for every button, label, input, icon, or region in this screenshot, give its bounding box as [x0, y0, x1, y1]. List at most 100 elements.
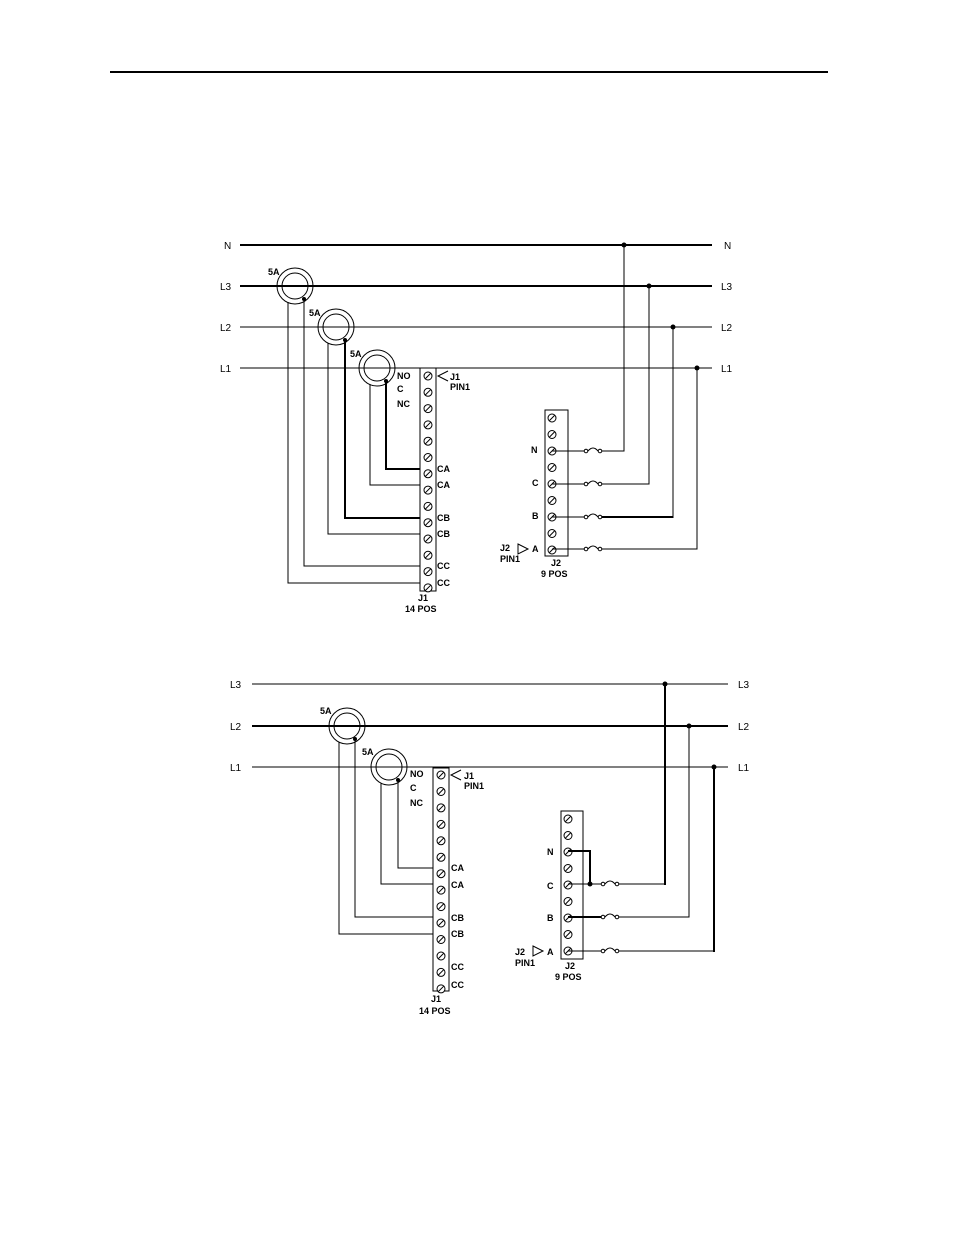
screw-terminal	[548, 530, 556, 538]
junction-dot	[647, 284, 652, 289]
j2-name: J2	[551, 558, 561, 568]
j2-pin1-triangle	[518, 544, 528, 554]
j2-pos: 9 POS	[555, 972, 582, 982]
j2-label-c: C	[547, 881, 554, 891]
ct-label-3: 5A	[350, 349, 362, 359]
screw-terminal	[437, 985, 445, 993]
screw-terminal	[437, 936, 445, 944]
junction-dot	[663, 682, 668, 687]
ct-label-1: 5A	[320, 706, 332, 716]
j2-label-n: N	[547, 847, 554, 857]
j1-marker: J1	[450, 372, 460, 382]
j1-label-c: C	[397, 384, 404, 394]
screw-terminal	[424, 535, 432, 543]
screw-terminal	[424, 584, 432, 592]
screw-terminal	[548, 414, 556, 422]
screw-terminal	[424, 502, 432, 510]
screw-terminal	[564, 898, 572, 906]
screw-terminal	[564, 931, 572, 939]
label-l1-right: L1	[738, 763, 750, 774]
screw-terminal	[424, 405, 432, 413]
junction-dot	[671, 325, 676, 330]
j1-label-nc: NC	[397, 399, 410, 409]
screw-terminal	[564, 815, 572, 823]
label-l1-right: L1	[721, 364, 733, 375]
screw-terminal	[437, 886, 445, 894]
screw-terminal	[437, 788, 445, 796]
ct-label-2: 5A	[362, 747, 374, 757]
ct-label-1: 5A	[268, 267, 280, 277]
j2-label-a: A	[547, 947, 554, 957]
screw-terminal	[437, 820, 445, 828]
screw-terminal	[424, 470, 432, 478]
screw-terminal	[548, 546, 556, 554]
j1-label-nc: NC	[410, 798, 423, 808]
j1-label-cb: CB	[451, 929, 464, 939]
j1-pin1: PIN1	[450, 382, 470, 392]
j2-pin1: PIN1	[500, 554, 520, 564]
screw-terminal	[437, 853, 445, 861]
screw-terminal	[437, 771, 445, 779]
fuse-wire-b	[568, 726, 689, 919]
screw-terminal	[437, 952, 445, 960]
j1-marker: J1	[464, 771, 474, 781]
j2-pin1-triangle	[533, 946, 543, 956]
screw-terminal	[424, 551, 432, 559]
wire-ct2-cb2	[328, 343, 428, 534]
j2-marker: J2	[515, 947, 525, 957]
j1-label-cc: CC	[451, 962, 464, 972]
ct-label-2: 5A	[309, 308, 321, 318]
j1-label-cb: CB	[451, 913, 464, 923]
label-l2-right: L2	[721, 323, 733, 334]
j1-pin1-triangle	[438, 371, 448, 381]
screw-terminal	[424, 486, 432, 494]
wire-ct2-cb2	[339, 742, 441, 934]
j1-label-no: NO	[410, 769, 424, 779]
j1-label-cb: CB	[437, 513, 450, 523]
screw-terminal	[437, 804, 445, 812]
screw-terminal	[437, 903, 445, 911]
j1-pin1: PIN1	[464, 781, 484, 791]
j2-label-n: N	[531, 445, 538, 455]
j2-label-b: B	[547, 913, 554, 923]
screw-terminal	[548, 497, 556, 505]
screw-terminal	[424, 568, 432, 576]
junction-dot	[687, 724, 692, 729]
wire-ct3-cc2	[288, 302, 428, 583]
label-l1-left: L1	[220, 364, 232, 375]
j1-label-ca: CA	[451, 880, 464, 890]
j2-name: J2	[565, 961, 575, 971]
screw-terminal	[424, 372, 432, 380]
screw-terminal	[424, 421, 432, 429]
j2-label-b: B	[532, 511, 539, 521]
junction-dot	[712, 765, 717, 770]
j1-label-ca: CA	[437, 480, 450, 490]
j1-pos: 14 POS	[405, 604, 437, 614]
j1-label-cb: CB	[437, 529, 450, 539]
label-l2-left: L2	[230, 722, 242, 733]
j2-terminals	[564, 815, 572, 955]
diagram-2: L3 L2 L1 L3 L2 L1 5A 5A NO C NC J1 PIN1 …	[230, 680, 750, 1016]
label-l2-left: L2	[220, 323, 232, 334]
screw-terminal	[424, 454, 432, 462]
j1-label-cc: CC	[451, 980, 464, 990]
diagram-1: N L3 L2 L1 N L3 L2 L1 5A 5A 5A	[220, 241, 733, 614]
screw-terminal	[564, 832, 572, 840]
label-l3-right: L3	[738, 680, 750, 691]
label-l3-right: L3	[721, 282, 733, 293]
label-l2-right: L2	[738, 722, 750, 733]
j1-pin1-triangle	[451, 770, 461, 780]
j1-label-ca: CA	[451, 863, 464, 873]
screw-terminal	[437, 968, 445, 976]
j2-pin1: PIN1	[515, 958, 535, 968]
j2-pos: 9 POS	[541, 569, 568, 579]
screw-terminal	[564, 881, 572, 889]
j1-label-c: C	[410, 783, 417, 793]
j1-name: J1	[418, 593, 428, 603]
label-l3-left: L3	[230, 680, 242, 691]
j1-label-ca: CA	[437, 464, 450, 474]
j1-label-cc: CC	[437, 561, 450, 571]
label-n-right: N	[724, 241, 731, 252]
